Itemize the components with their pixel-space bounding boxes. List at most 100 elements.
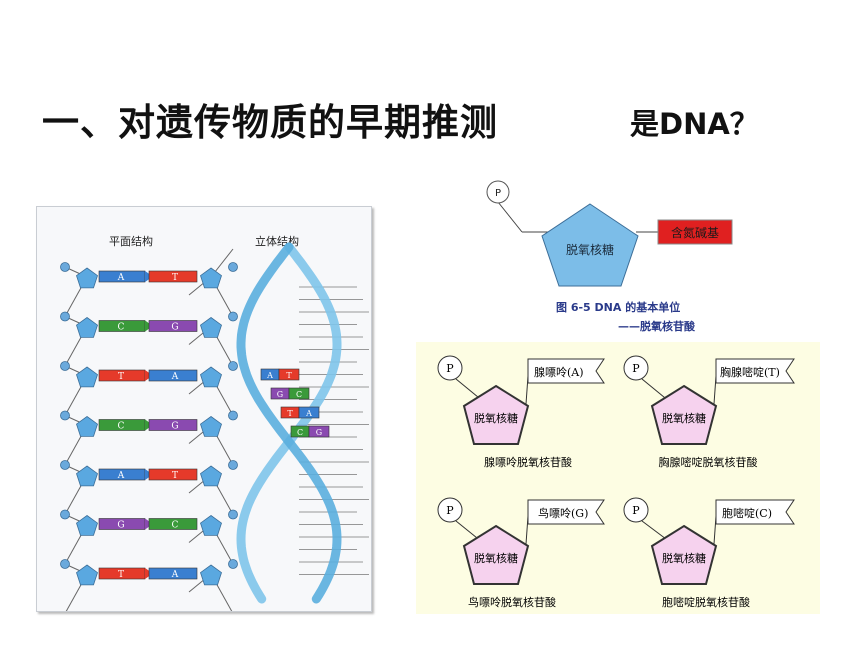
base-letter: A [171, 372, 179, 382]
base-letter: C [296, 390, 302, 399]
phosphate-circle [228, 410, 238, 421]
phosphate-circle [60, 559, 70, 569]
deoxyribose-pentagon [650, 384, 718, 445]
nitrogenous-base-label: 含氮碱基 [671, 225, 719, 240]
deoxyribose-pentagon [650, 524, 718, 585]
deoxyribose-pentagon [76, 267, 98, 289]
phosphate-label: P [632, 504, 640, 517]
nucleotide-name: 鸟嘌呤脱氧核苷酸 [468, 595, 556, 609]
phosphate-circle [228, 509, 238, 520]
nucleotide-diagram: P 脱氧核糖 胸腺嘧啶(T) 胸腺嘧啶脱氧核苷酸 [623, 355, 795, 469]
base-letter: C [118, 422, 125, 432]
base-right [148, 468, 198, 481]
phosphate-circle [228, 311, 238, 322]
nucleotide-types-panel: P 脱氧核糖 腺嘌呤(A) 腺嘌呤脱氧核苷酸 P 脱氧核糖 胸腺嘧啶(T) 胸腺… [416, 342, 820, 614]
phosphate-circle [228, 460, 238, 470]
phosphate-circle [60, 410, 70, 421]
nucleotide-name: 胞嘧啶脱氧核苷酸 [662, 595, 750, 609]
phosphate-circle [486, 180, 510, 204]
base-label: 胸腺嘧啶(T) [720, 365, 780, 379]
deoxyribose-pentagon [76, 564, 98, 586]
deoxyribose-pentagon [541, 203, 639, 287]
phosphate-circle [623, 497, 649, 523]
deoxyribose-pentagon [76, 317, 98, 338]
helix-base-right [298, 406, 320, 419]
deoxyribose-pentagon [200, 416, 222, 437]
basic-unit-diagram: P 脱氧核糖 含氮碱基 图 6-5 DNA 的基本单位 ——脱氧核苷酸 [486, 180, 733, 333]
deoxyribose-label: 脱氧核糖 [474, 551, 518, 565]
base-letter: T [118, 570, 124, 580]
nucleotide-c: P 脱氧核糖 胞嘧啶(C) 胞嘧啶脱氧核苷酸 [618, 478, 820, 614]
deoxyribose-label: 脱氧核糖 [662, 551, 706, 565]
base-letter: G [277, 390, 283, 399]
base-letter: A [117, 273, 125, 283]
base-letter: A [171, 570, 179, 580]
deoxyribose-pentagon [76, 465, 98, 487]
base-right [148, 369, 198, 382]
base-letter: T [287, 409, 293, 418]
phosphate-circle [60, 311, 70, 322]
base-label: 腺嘌呤(A) [534, 365, 584, 379]
base-letter: C [118, 323, 125, 333]
base-label: 鸟嘌呤(G) [538, 506, 588, 520]
base-tag [715, 499, 795, 525]
phosphate-circle [228, 262, 238, 272]
deoxyribose-pentagon [76, 416, 98, 437]
base-right [148, 567, 198, 580]
deoxyribose-pentagon [76, 366, 98, 388]
base-letter: G [171, 422, 178, 432]
phosphate-circle [60, 262, 70, 272]
deoxyribose-pentagon [200, 515, 222, 536]
nucleotide-name: 胸腺嘧啶脱氧核苷酸 [659, 455, 758, 469]
helix-base-right [308, 425, 330, 438]
phosphate-bond-line [497, 201, 523, 233]
base-tag [715, 358, 795, 384]
base-right [148, 320, 198, 332]
base-right [148, 518, 198, 530]
nucleotide-name: 腺嘌呤脱氧核苷酸 [484, 455, 572, 469]
phosphate-label: P [446, 362, 454, 375]
phosphate-circle [623, 355, 649, 381]
deoxyribose-pentagon [200, 465, 222, 487]
nucleotide-diagram: P 脱氧核糖 胞嘧啶(C) 胞嘧啶脱氧核苷酸 [623, 497, 795, 609]
base-letter: T [286, 371, 292, 380]
phosphate-label: P [446, 504, 454, 517]
nucleotide-diagram: P 脱氧核糖 鸟嘌呤(G) 鸟嘌呤脱氧核苷酸 [437, 497, 605, 609]
base-letter: G [117, 521, 124, 531]
base-letter: A [117, 471, 125, 481]
deoxyribose-pentagon [200, 317, 222, 338]
figure-caption: 图 6-5 DNA 的基本单位 [556, 300, 680, 314]
basic-unit-figure: P 脱氧核糖 含氮碱基 图 6-5 DNA 的基本单位 ——脱氧核苷酸 [470, 174, 770, 340]
base-letter: T [118, 372, 124, 382]
helix-base-right [288, 387, 310, 400]
nucleotide-g: P 脱氧核糖 鸟嘌呤(G) 鸟嘌呤脱氧核苷酸 [416, 478, 618, 614]
deoxyribose-label: 脱氧核糖 [662, 411, 706, 425]
page-subtitle: 是DNA？ [630, 107, 759, 141]
phosphate-circle [60, 361, 70, 371]
phosphate-circle [437, 497, 463, 523]
deoxyribose-pentagon [462, 384, 530, 445]
helix-base-right [278, 368, 300, 381]
deoxyribose-pentagon [200, 366, 222, 388]
deoxyribose-pentagon [200, 564, 222, 586]
base-tag [527, 499, 605, 525]
base-right [148, 270, 198, 283]
phosphate-circle [60, 460, 70, 470]
helix-strand [236, 242, 342, 604]
nucleotide-diagram: P 脱氧核糖 腺嘌呤(A) 腺嘌呤脱氧核苷酸 [437, 355, 605, 469]
figure-caption-sub: ——脱氧核苷酸 [618, 319, 696, 333]
nucleotide-a: P 脱氧核糖 腺嘌呤(A) 腺嘌呤脱氧核苷酸 [416, 342, 618, 478]
base-letter: A [266, 371, 273, 380]
deoxyribose-pentagon [200, 267, 222, 289]
phosphate-label: P [495, 188, 501, 199]
deoxyribose-label: 脱氧核糖 [474, 411, 518, 425]
base-letter: T [172, 273, 178, 283]
base-letter: C [297, 428, 303, 437]
base-letter: A [305, 409, 312, 418]
base-right [148, 419, 198, 431]
phosphate-circle [228, 361, 238, 371]
